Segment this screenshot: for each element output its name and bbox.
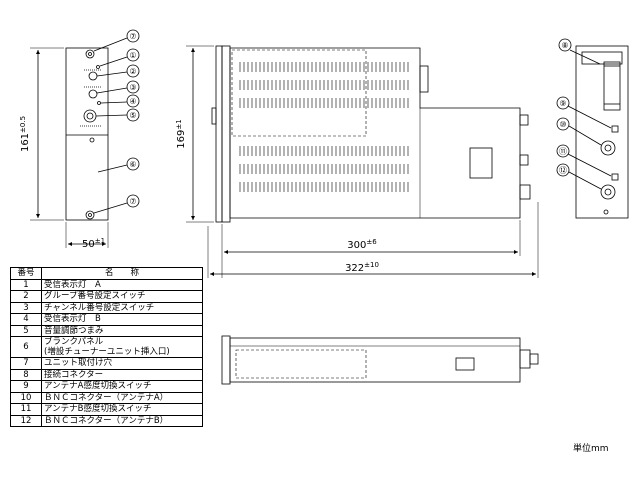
part-name-text: 受信表示灯 A — [44, 279, 101, 290]
callout-2: ② — [129, 67, 136, 76]
callout-10: ⑩ — [559, 120, 566, 129]
side-view — [211, 45, 531, 223]
body-height-dimension — [186, 45, 214, 223]
front-callouts — [93, 29, 140, 214]
part-name-text: 接続コネクター — [44, 369, 104, 380]
callout-4: ④ — [129, 97, 136, 106]
callout-11: ⑪ — [559, 147, 567, 156]
bottom-view — [221, 335, 539, 385]
part-name-text: アンテナB感度切換スイッチ — [44, 404, 152, 415]
part-name-text: ＢＮＣコネクター（アンテナB） — [44, 415, 169, 426]
part-name-text: ＢＮＣコネクター（アンテナA） — [44, 392, 169, 403]
front-height-tol: ±0.5 — [19, 116, 27, 133]
svg-text:161±0.5: 161±0.5 — [19, 116, 31, 152]
total-depth-value: 322 — [345, 263, 364, 274]
callout-6: ⑥ — [129, 160, 136, 169]
part-name-subtext: (増設チューナーユニット挿入口) — [44, 347, 170, 357]
front-height-dimension — [30, 47, 64, 221]
callout-5: ⑤ — [129, 111, 136, 120]
part-number: 9 — [10, 380, 42, 393]
part-name: チャンネル番号設定スイッチ — [41, 301, 203, 314]
part-name: 音量調節つまみ — [41, 324, 203, 337]
body-height-value: 169 — [176, 130, 187, 149]
part-name-text: 音量調節つまみ — [44, 325, 104, 336]
part-name: 接続コネクター — [41, 368, 203, 381]
part-name-text: ユニット取付け穴 — [44, 358, 113, 369]
body-height-tol: ±1 — [175, 119, 183, 129]
part-number: 11 — [10, 403, 42, 416]
part-number: 1 — [10, 278, 42, 291]
body-depth-value: 300 — [347, 240, 366, 251]
part-name: 受信表示灯 B — [41, 313, 203, 326]
callout-7b: ⑦ — [129, 197, 136, 206]
part-number: 10 — [10, 391, 42, 404]
part-name-text: ブランクパネル — [44, 337, 104, 347]
front-width-tol: ±1 — [95, 237, 105, 245]
callout-12: ⑫ — [559, 166, 567, 175]
part-name: ＢＮＣコネクター（アンテナB） — [41, 414, 203, 427]
part-name: 受信表示灯 A — [41, 278, 203, 291]
part-name: ＢＮＣコネクター（アンテナA） — [41, 391, 203, 404]
front-height-value: 161 — [20, 133, 31, 152]
svg-text:322±10: 322±10 — [345, 261, 379, 274]
callout-9: ⑨ — [559, 99, 566, 108]
part-number: 3 — [10, 301, 42, 314]
part-number: 5 — [10, 324, 42, 337]
part-number: 8 — [10, 368, 42, 381]
callout-1: ① — [129, 51, 136, 60]
part-name: ユニット取付け穴 — [41, 357, 203, 370]
callout-8: ⑧ — [561, 41, 568, 50]
part-number: 6 — [10, 336, 42, 358]
unit-label: 単位mm — [573, 444, 609, 454]
part-name: アンテナB感度切換スイッチ — [41, 403, 203, 416]
part-name-text: グループ番号設定スイッチ — [44, 291, 146, 302]
header-name: 名 称 — [41, 267, 203, 280]
front-view — [65, 47, 109, 221]
rear-view — [575, 45, 629, 219]
svg-text:300±6: 300±6 — [347, 238, 377, 251]
table-header-row: 番号 名 称 — [10, 267, 203, 280]
part-number: 4 — [10, 313, 42, 326]
svg-text:50±1: 50±1 — [82, 237, 105, 250]
part-name-text: チャンネル番号設定スイッチ — [44, 302, 155, 313]
part-name-text: アンテナA感度切換スイッチ — [44, 381, 152, 392]
front-width-dimension — [65, 222, 109, 248]
part-name: グループ番号設定スイッチ — [41, 290, 203, 303]
part-name: ブランクパネル(増設チューナーユニット挿入口) — [41, 336, 203, 358]
body-depth-dimension — [207, 202, 539, 278]
front-width-value: 50 — [82, 239, 95, 250]
header-number: 番号 — [10, 267, 42, 280]
part-number: 12 — [10, 414, 42, 427]
total-depth-tol: ±10 — [364, 261, 379, 269]
body-depth-tol: ±6 — [366, 238, 377, 246]
callout-7a: ⑦ — [129, 32, 136, 41]
svg-text:169±1: 169±1 — [175, 119, 187, 148]
part-number: 2 — [10, 290, 42, 303]
part-name-text: 受信表示灯 B — [44, 314, 101, 325]
rear-callouts — [556, 38, 612, 190]
callout-3: ③ — [129, 83, 136, 92]
part-name: アンテナA感度切換スイッチ — [41, 380, 203, 393]
part-number: 7 — [10, 357, 42, 370]
